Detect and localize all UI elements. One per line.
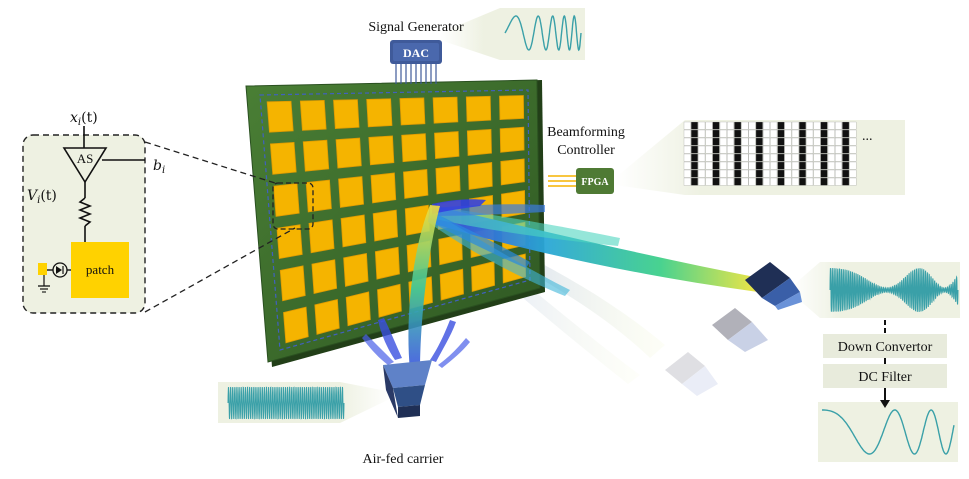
signal-generator-waveform-panel: [440, 8, 585, 60]
patch-cell: [435, 165, 461, 195]
beamforming-pattern-grid: [683, 121, 857, 186]
patch-cell: [333, 99, 360, 129]
amp-label: AS: [77, 151, 94, 166]
patch-cell: [273, 183, 300, 217]
patch-cell: [372, 209, 399, 242]
patch-cell: [279, 265, 306, 302]
main-beam: [428, 199, 760, 296]
patch-cell: [345, 291, 371, 327]
dc-filter-label: DC Filter: [858, 370, 912, 385]
zoom-target-patch: [272, 182, 314, 230]
beamforming-label: Beamforming: [547, 125, 625, 140]
zoom-line-bottom: [144, 227, 296, 313]
patch-cell: [302, 139, 330, 172]
signal-generator-label: Signal Generator: [368, 20, 464, 35]
patch-label: patch: [86, 262, 115, 277]
patch-cell: [403, 169, 429, 199]
resistor-icon: [77, 197, 93, 227]
patch-cell: [500, 158, 525, 186]
dac-chip: DAC: [390, 40, 442, 84]
patch-cell: [340, 214, 367, 248]
patch-cell: [283, 306, 309, 344]
patch-cell: [366, 98, 393, 128]
dac-label: DAC: [403, 46, 429, 60]
patch-cell: [399, 97, 426, 126]
amplitude-switch-triangle: [62, 147, 108, 184]
controller-label: Controller: [557, 143, 615, 158]
down-convertor-label: Down Convertor: [838, 340, 933, 355]
ground-pad: [38, 263, 47, 275]
patch-cell: [311, 259, 338, 295]
feed-horn-antenna: [383, 360, 432, 418]
voltage-label: Vi(t): [27, 188, 57, 206]
faded-horn-antennas-2: [665, 352, 718, 396]
pattern-ellipsis: ...: [862, 129, 873, 144]
patch-cell: [499, 126, 525, 153]
patch-cell: [466, 128, 492, 156]
processing-chain: Down Convertor DC Filter: [823, 320, 947, 408]
patch-cell: [299, 100, 327, 131]
beamforming-pattern-panel: ...: [615, 120, 905, 195]
patch-cell: [374, 246, 400, 280]
chirp-waveform: [504, 14, 582, 52]
feed-beam: [362, 205, 470, 372]
patch-element: [71, 242, 129, 298]
patch-cell: [432, 96, 459, 124]
patch-cell: [370, 172, 397, 204]
patch-cell: [467, 161, 493, 190]
dc-filter-block: [823, 364, 947, 388]
patch-cell: [266, 100, 294, 133]
carrier-waveform: [227, 386, 345, 420]
output-waveform-panel: [818, 402, 958, 462]
down-arrow-icon: [880, 400, 890, 408]
patch-cell: [377, 283, 402, 318]
received-waveform: [829, 267, 959, 312]
control-bit-label: bi: [153, 158, 165, 176]
zoom-line-top: [144, 141, 276, 184]
output-chirp-waveform: [822, 409, 955, 455]
patch-cell: [499, 95, 525, 121]
unit-cell-circuit-inset: xi(t) AS bi Vi(t) patch: [22, 110, 165, 314]
patch-cell: [276, 224, 303, 260]
patch-cell: [338, 176, 364, 208]
received-waveform-panel: [790, 262, 960, 318]
patch-cell: [343, 252, 369, 287]
patch-cell: [439, 268, 464, 301]
patch-cell: [434, 131, 460, 160]
fpga-chip: FPGA: [548, 168, 614, 194]
patch-cell: [308, 219, 335, 254]
patch-cell: [471, 261, 495, 293]
patch-cell: [335, 137, 362, 169]
patch-cell: [401, 133, 427, 163]
air-fed-carrier-label: Air-fed carrier: [363, 452, 444, 467]
down-convertor-block: [823, 334, 947, 358]
patch-cell: [314, 298, 340, 335]
patch-cell: [305, 179, 332, 213]
carrier-waveform-panel: [218, 382, 392, 423]
patch-cell: [269, 141, 297, 175]
faded-horn-antennas: [712, 308, 768, 352]
receiver-horn-antenna: [745, 262, 802, 310]
patch-cell: [368, 135, 395, 166]
input-signal-label: xi(t): [70, 110, 98, 128]
patch-cell: [465, 95, 492, 122]
fpga-label: FPGA: [581, 177, 609, 188]
